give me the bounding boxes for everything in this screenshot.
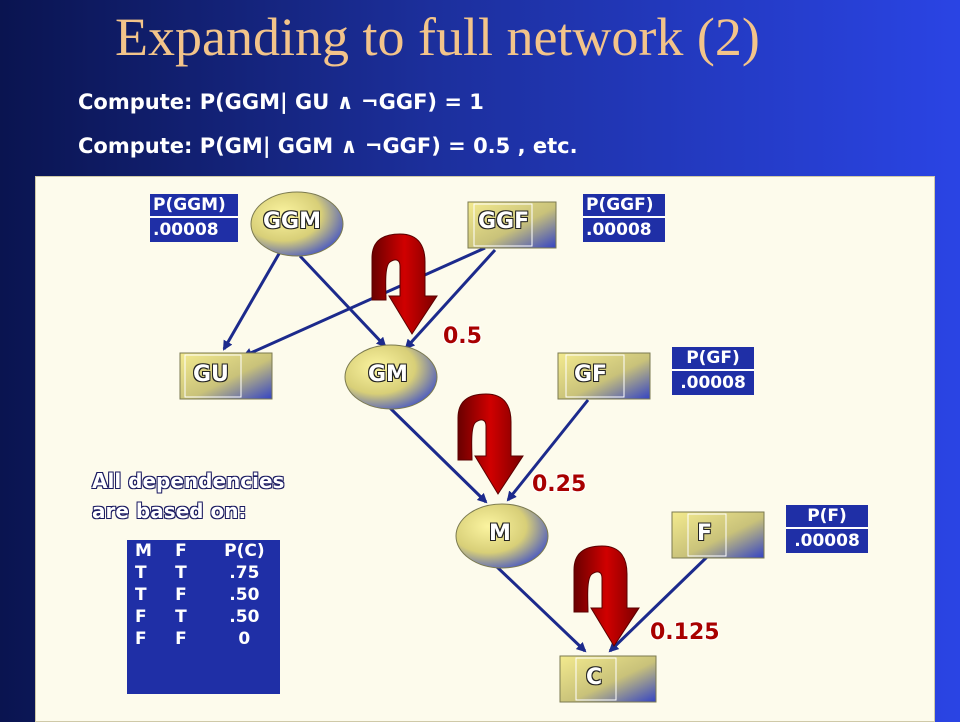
node-ggf-label: GGF bbox=[478, 209, 530, 234]
cpt-cell: T bbox=[175, 607, 187, 627]
node-c-shape bbox=[559, 655, 657, 703]
dependencies-caption: All dependencies are based on: bbox=[92, 466, 284, 526]
cpt-cell: 0 bbox=[238, 629, 251, 649]
prior-f-value: .00008 bbox=[786, 529, 868, 553]
red-arrows bbox=[371, 233, 640, 647]
node-ggm-label: GGM bbox=[263, 209, 322, 234]
slide-title: Expanding to full network (2) bbox=[115, 7, 760, 67]
node-gu-shape bbox=[179, 352, 273, 400]
cpt-cell: F bbox=[175, 629, 187, 649]
prior-ggf-box: P(GGF) .00008 bbox=[583, 194, 665, 242]
edges bbox=[222, 246, 710, 653]
cpt-table: M F P(C) T T .75 T F .50 F T .50 F F 0 bbox=[127, 540, 280, 694]
cpt-cell: T bbox=[135, 563, 147, 583]
node-ggf-shape bbox=[467, 201, 557, 249]
edge-gf-m bbox=[506, 399, 590, 502]
prior-f-box: P(F) .00008 bbox=[786, 505, 868, 553]
table-row: T T .75 bbox=[127, 562, 280, 584]
node-f-shape bbox=[671, 511, 765, 559]
cpt-cell: T bbox=[135, 585, 147, 605]
node-f-label: F bbox=[697, 521, 713, 546]
edge-label-0-25: 0.25 bbox=[532, 472, 587, 497]
node-ggm-shape bbox=[250, 191, 344, 257]
node-gf-shape bbox=[557, 352, 651, 400]
cpt-cell: F bbox=[135, 607, 147, 627]
edge-ggf-gm bbox=[404, 248, 497, 350]
cpt-cell: F bbox=[135, 629, 147, 649]
cpt-cell: .75 bbox=[229, 563, 260, 583]
prior-ggm-head: P(GGM) bbox=[150, 194, 238, 218]
red-arrow-3-icon bbox=[573, 545, 640, 647]
prior-f-head: P(F) bbox=[786, 505, 868, 529]
dependencies-caption-line2: are based on: bbox=[92, 499, 247, 523]
node-m-shape bbox=[455, 503, 549, 569]
node-gf-label: GF bbox=[574, 362, 608, 387]
cpt-header-row: M F P(C) bbox=[127, 540, 280, 562]
node-gu-label: GU bbox=[193, 362, 229, 387]
edge-label-0-125: 0.125 bbox=[650, 620, 720, 645]
table-row: F T .50 bbox=[127, 606, 280, 628]
prior-ggf-head: P(GGF) bbox=[583, 194, 665, 218]
cpt-cell: F bbox=[175, 585, 187, 605]
cpt-header-m: M bbox=[135, 541, 152, 561]
prior-gf-head: P(GF) bbox=[672, 347, 754, 371]
cpt-cell: T bbox=[175, 563, 187, 583]
prior-gf-box: P(GF) .00008 bbox=[672, 347, 754, 395]
table-row: F F 0 bbox=[127, 628, 280, 650]
red-arrow-2-icon bbox=[457, 393, 524, 495]
prior-ggm-value: .00008 bbox=[150, 218, 238, 242]
prior-gf-value: .00008 bbox=[672, 371, 754, 395]
node-gm-shape bbox=[344, 344, 438, 410]
dependencies-caption-line1: All dependencies bbox=[92, 469, 285, 493]
table-row: T F .50 bbox=[127, 584, 280, 606]
edge-gm-m bbox=[388, 406, 488, 504]
cpt-header-pc: P(C) bbox=[224, 541, 265, 561]
cpt-header-f: F bbox=[175, 541, 187, 561]
edge-m-c bbox=[494, 564, 587, 653]
edge-ggm-gu bbox=[222, 251, 282, 351]
edge-ggf-gu bbox=[242, 246, 486, 358]
compute-line-1: Compute: P(GGM| GU ∧ ¬GGF) = 1 bbox=[78, 90, 484, 114]
edge-ggm-gm bbox=[298, 254, 387, 348]
compute-line-2: Compute: P(GM| GGM ∧ ¬GGF) = 0.5 , etc. bbox=[78, 134, 578, 158]
red-arrow-1-icon bbox=[371, 233, 438, 335]
edge-label-0-5: 0.5 bbox=[443, 324, 482, 349]
node-gm-label: GM bbox=[368, 362, 408, 387]
edge-f-c bbox=[608, 554, 710, 653]
node-c-label: C bbox=[586, 665, 603, 690]
cpt-cell: .50 bbox=[229, 585, 260, 605]
prior-ggm-box: P(GGM) .00008 bbox=[150, 194, 238, 242]
cpt-cell: .50 bbox=[229, 607, 260, 627]
prior-ggf-value: .00008 bbox=[583, 218, 665, 242]
node-m-label: M bbox=[489, 521, 511, 546]
